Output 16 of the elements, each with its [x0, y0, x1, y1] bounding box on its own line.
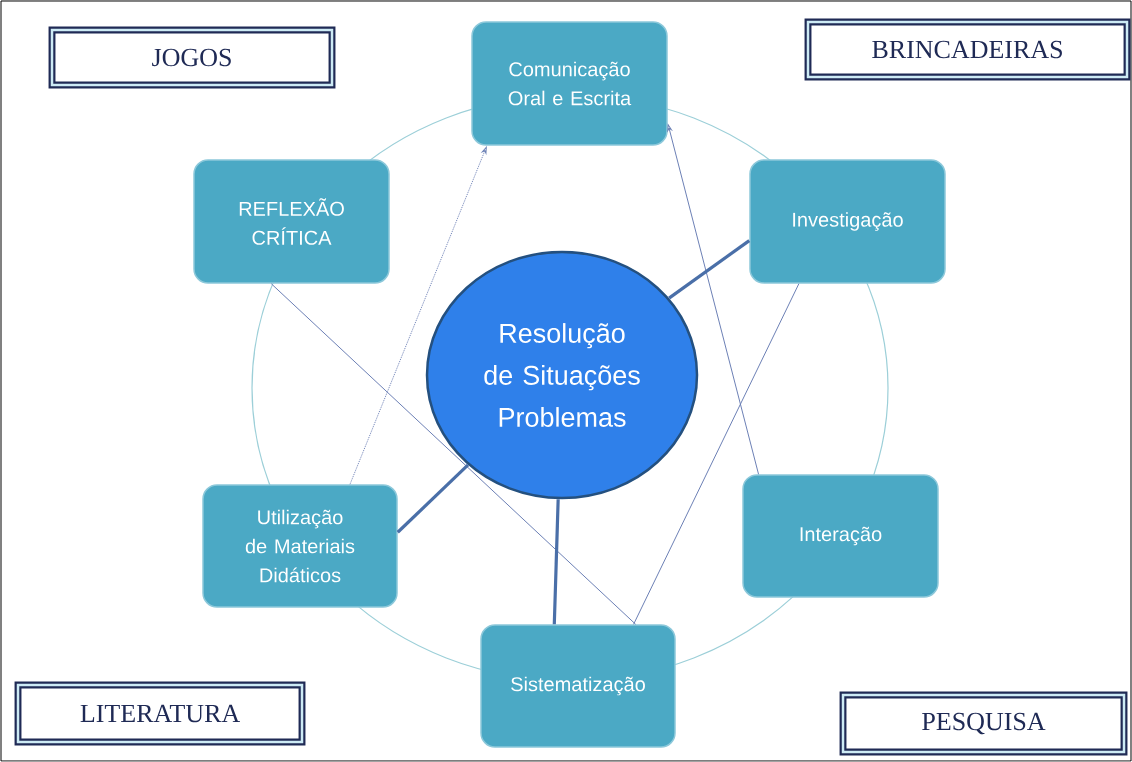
topic-box: Comunicação Oral e Escrita	[471, 21, 668, 146]
title-box: BRINCADEIRAS	[804, 18, 1131, 81]
connector-line	[396, 463, 470, 534]
title-box: LITERATURA	[14, 681, 306, 746]
connector-line	[668, 239, 751, 300]
arrow	[667, 124, 760, 475]
connector-line	[552, 499, 560, 625]
topic-box: Sistematização	[480, 624, 676, 748]
title-box: PESQUISA	[839, 691, 1128, 756]
topic-box: Interação	[742, 474, 939, 598]
connector-line	[633, 283, 800, 625]
topic-box: Investigação	[749, 159, 946, 284]
topic-box: Utilização de Materiais Didáticos	[202, 484, 398, 608]
title-box: JOGOS	[48, 26, 336, 89]
topic-box: REFLEXÃO CRÍTICA	[193, 159, 390, 284]
arrow	[349, 146, 487, 485]
